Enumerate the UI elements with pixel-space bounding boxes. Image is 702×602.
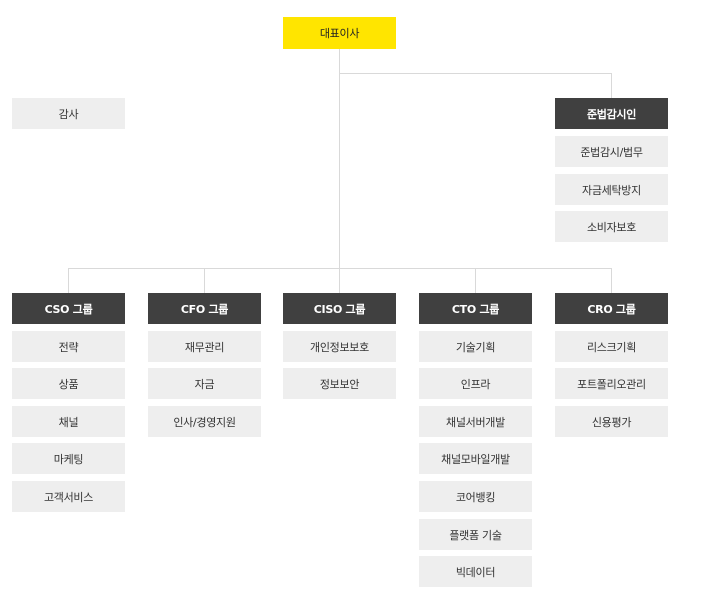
compliance-header: 준법감시인 xyxy=(555,98,668,129)
group-item-cto: 코어뱅킹 xyxy=(419,481,532,512)
group-item-cro: 포트폴리오관리 xyxy=(555,368,668,399)
ceo-box: 대표이사 xyxy=(283,17,396,49)
group-item-cso: 상품 xyxy=(12,368,125,399)
group-item-cso: 고객서비스 xyxy=(12,481,125,512)
group-item-cfo: 인사/경영지원 xyxy=(148,406,261,437)
connector-groups-bar xyxy=(68,268,612,269)
connector-group-drop-cro xyxy=(611,268,612,293)
group-item-cto: 플랫폼 기술 xyxy=(419,519,532,550)
connector-group-drop-cso xyxy=(68,268,69,293)
group-item-cro: 신용평가 xyxy=(555,406,668,437)
group-item-cso: 마케팅 xyxy=(12,443,125,474)
connector-group-drop-cfo xyxy=(204,268,205,293)
compliance-item: 자금세탁방지 xyxy=(555,174,668,205)
connector-compliance-drop xyxy=(611,73,612,98)
group-header-cto: CTO 그룹 xyxy=(419,293,532,324)
group-item-cto: 빅데이터 xyxy=(419,556,532,587)
group-item-cto: 인프라 xyxy=(419,368,532,399)
compliance-item: 소비자보호 xyxy=(555,211,668,242)
group-header-cfo: CFO 그룹 xyxy=(148,293,261,324)
connector-compliance-branch xyxy=(339,73,612,74)
group-item-cto: 기술기획 xyxy=(419,331,532,362)
group-item-ciso: 정보보안 xyxy=(283,368,396,399)
group-item-cfo: 재무관리 xyxy=(148,331,261,362)
group-item-cto: 채널서버개발 xyxy=(419,406,532,437)
group-item-cro: 리스크기획 xyxy=(555,331,668,362)
group-item-cso: 채널 xyxy=(12,406,125,437)
group-header-ciso: CISO 그룹 xyxy=(283,293,396,324)
group-item-cso: 전략 xyxy=(12,331,125,362)
group-item-cfo: 자금 xyxy=(148,368,261,399)
audit-box: 감사 xyxy=(12,98,125,129)
connector-group-drop-ciso xyxy=(339,268,340,293)
group-header-cso: CSO 그룹 xyxy=(12,293,125,324)
compliance-item: 준법감시/법무 xyxy=(555,136,668,167)
connector-ceo-trunk xyxy=(339,49,340,269)
connector-group-drop-cto xyxy=(475,268,476,293)
group-item-cto: 채널모바일개발 xyxy=(419,443,532,474)
group-header-cro: CRO 그룹 xyxy=(555,293,668,324)
group-item-ciso: 개인정보보호 xyxy=(283,331,396,362)
